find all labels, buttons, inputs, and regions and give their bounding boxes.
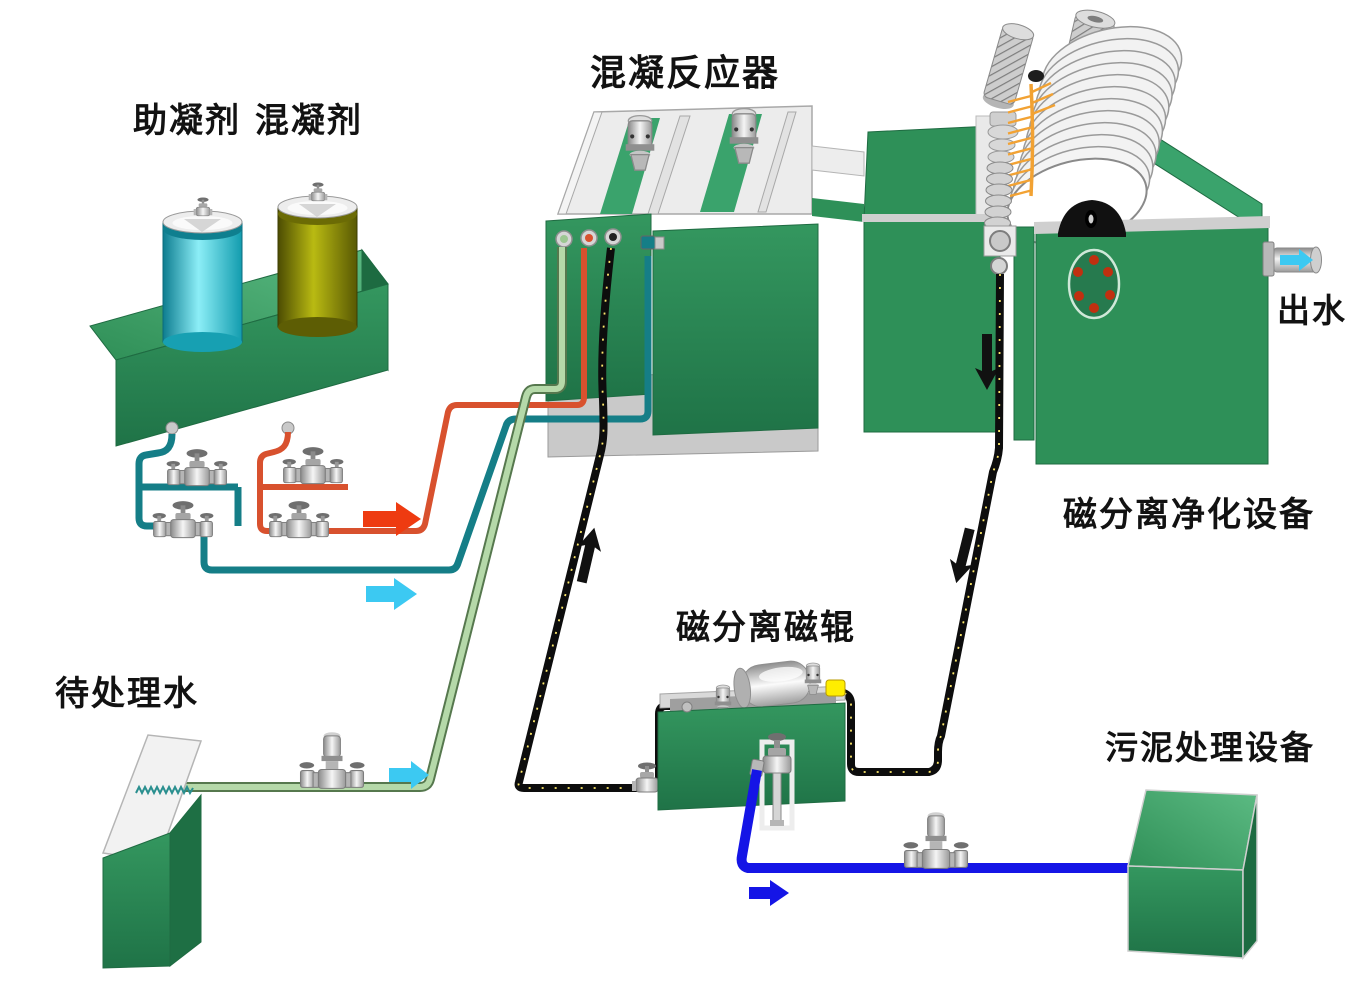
label-chemicals: 助凝剂 混凝剂 bbox=[133, 101, 363, 141]
flow-arrow-recycle-up bbox=[576, 527, 602, 584]
label-magnetic-roller: 磁分离磁辊 bbox=[676, 608, 856, 648]
sludge-treatment-box bbox=[1127, 789, 1258, 961]
screw-conveyor bbox=[983, 161, 1017, 275]
label-influent: 待处理水 bbox=[55, 674, 199, 714]
coagulant-tank bbox=[277, 182, 358, 337]
scraper-brush bbox=[1007, 70, 1056, 198]
flow-arrow-coagulant-aid bbox=[366, 578, 417, 610]
flow-arrow-raw-water bbox=[389, 761, 429, 789]
label-separator: 磁分离净化设备 bbox=[1063, 495, 1315, 535]
coagulant-pipe bbox=[257, 248, 587, 534]
coagulant-aid-tank bbox=[162, 197, 243, 352]
sludge-pump bbox=[902, 811, 970, 869]
label-effluent: 出水 bbox=[1277, 291, 1347, 330]
magnetic-separator bbox=[862, 9, 1322, 465]
tank-top-valve bbox=[308, 182, 328, 202]
flow-arrow-effluent bbox=[1280, 249, 1313, 271]
raw-water-pipe bbox=[180, 247, 567, 792]
dosing-valve-manifold bbox=[282, 446, 344, 485]
flow-arrow-sludge bbox=[749, 880, 789, 906]
raw-water-pump bbox=[298, 731, 366, 789]
raw-water-tank bbox=[101, 734, 203, 969]
roller-drum bbox=[733, 660, 811, 709]
flow-arrow-coagulant bbox=[363, 502, 421, 536]
separator-drive-motor bbox=[982, 23, 1035, 109]
coagulation-reactor bbox=[545, 105, 865, 458]
flow-arrow-separator-down bbox=[975, 334, 999, 390]
tank-top-valve bbox=[193, 197, 213, 217]
separator-discharge-pipe bbox=[836, 273, 1004, 776]
reactor-outlet-channel bbox=[811, 145, 865, 222]
inspection-porthole bbox=[1067, 248, 1121, 320]
sludge-pipe bbox=[736, 769, 1130, 873]
label-sludge-unit: 污泥处理设备 bbox=[1105, 728, 1315, 767]
effluent-pipe bbox=[1262, 241, 1322, 277]
magnetic-roller-unit bbox=[657, 660, 846, 831]
roller-inlet-connector bbox=[825, 679, 846, 697]
label-reactor: 混凝反应器 bbox=[590, 53, 781, 94]
coagulant-aid-pipe bbox=[135, 256, 652, 574]
flow-arrow-discharge-down bbox=[949, 527, 975, 584]
dosing-valve-manifold bbox=[152, 500, 214, 539]
dosing-valve-manifold bbox=[268, 500, 330, 539]
dosing-valve-manifold bbox=[166, 448, 228, 487]
